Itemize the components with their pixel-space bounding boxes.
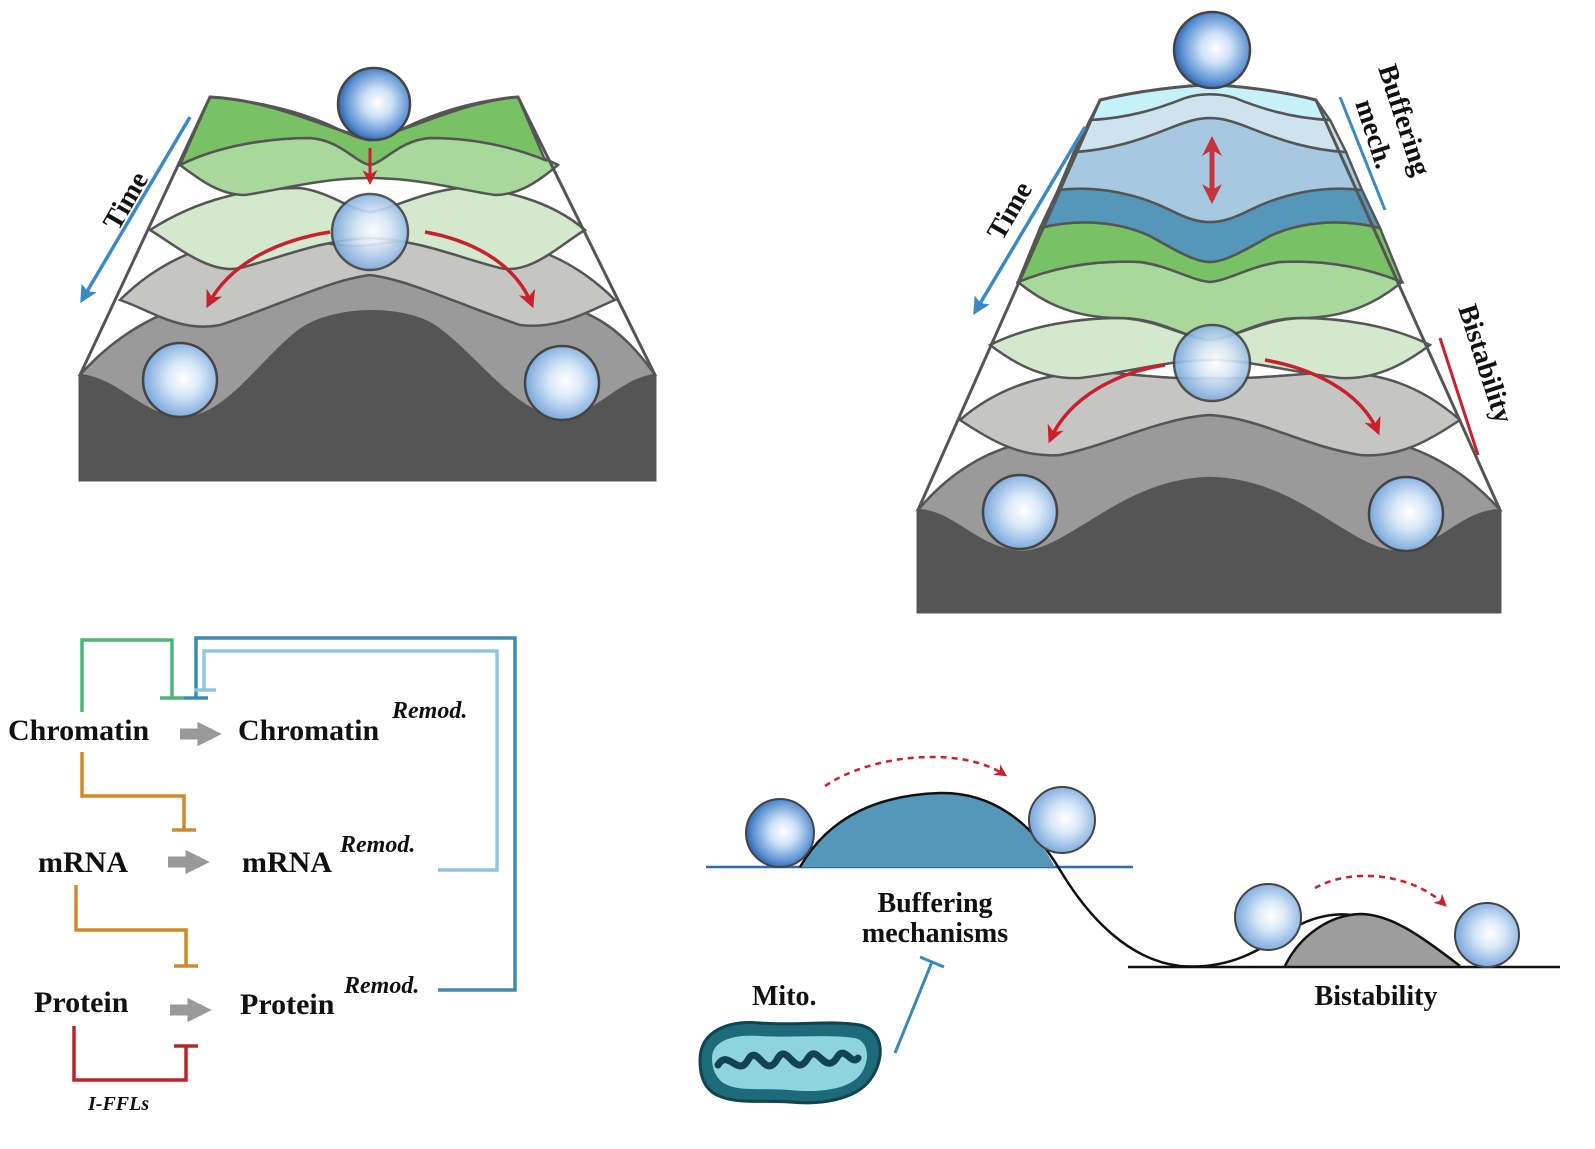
chromatin-repression-loop xyxy=(80,638,174,712)
protein-target-label: Protein xyxy=(240,988,335,1021)
bistability-hill xyxy=(1285,914,1460,966)
ball-buffered-initial xyxy=(745,798,815,868)
time-label: Time xyxy=(981,177,1039,246)
chromatin-source-label: Chromatin xyxy=(8,714,149,747)
protein-remod-feedback xyxy=(194,636,517,992)
branch-arrow-left xyxy=(206,230,331,309)
branch-arrow-right xyxy=(1264,358,1381,436)
buffering-mechanisms-line1: Buffering xyxy=(877,888,992,919)
regulatory-network: Chromatin Chromatin Remod. mRNA mRNA Rem… xyxy=(8,636,517,1115)
ball-left-state xyxy=(141,341,219,419)
mrna-target-label: mRNA xyxy=(242,846,332,879)
left-landscape: Time xyxy=(77,66,658,482)
chromatin-superscript: Remod. xyxy=(391,698,467,724)
protein-iffl-loop xyxy=(72,1026,188,1082)
ball-top xyxy=(336,66,412,142)
mrna-source-label: mRNA xyxy=(38,846,128,879)
ball-middle xyxy=(330,192,410,272)
time-arrow xyxy=(973,126,1087,316)
chromatin-to-mrna-remod xyxy=(80,752,186,830)
branch-arrow-left xyxy=(1047,363,1166,444)
ball-left-state xyxy=(981,473,1059,551)
mito-inhibition-line xyxy=(893,961,934,1054)
ball-middle xyxy=(1172,323,1252,403)
ball-right-state xyxy=(523,344,601,422)
energy-profile: Buffering mechanisms Bistability Mito. xyxy=(698,755,1560,1105)
ball-bistable-initial xyxy=(1234,883,1302,951)
branch-arrow-right xyxy=(424,230,535,309)
right-landscape: Time Buffering mech. Bistability xyxy=(915,10,1519,614)
protein-superscript: Remod. xyxy=(343,973,419,999)
bistability-range-bar xyxy=(1438,337,1480,456)
time-arrow xyxy=(80,116,192,304)
buffering-range-bar xyxy=(1338,96,1387,211)
buffered-transition-arrow xyxy=(824,755,1008,788)
ball-top xyxy=(1172,10,1252,90)
time-label: Time xyxy=(97,167,155,236)
protein-source-label: Protein xyxy=(34,986,129,1019)
ball-buffered-final xyxy=(1028,786,1096,854)
mrna-to-protein-remod xyxy=(74,885,188,966)
mito-label: Mito. xyxy=(752,981,817,1012)
ball-bistable-final xyxy=(1454,902,1520,968)
mrna-superscript: Remod. xyxy=(339,832,415,858)
bistable-transition-arrow xyxy=(1314,874,1447,907)
bistability-label: Bistability xyxy=(1315,981,1438,1012)
chromatin-target-label: Chromatin xyxy=(238,714,379,747)
ball-right-state xyxy=(1367,475,1445,553)
buffering-hill xyxy=(800,792,1055,867)
iffl-label: I-FFLs xyxy=(87,1093,149,1115)
buffering-mechanisms-line2: mechanisms xyxy=(862,918,1008,949)
mrna-remod-feedback xyxy=(202,649,499,872)
mitochondrion-icon xyxy=(698,1020,882,1105)
